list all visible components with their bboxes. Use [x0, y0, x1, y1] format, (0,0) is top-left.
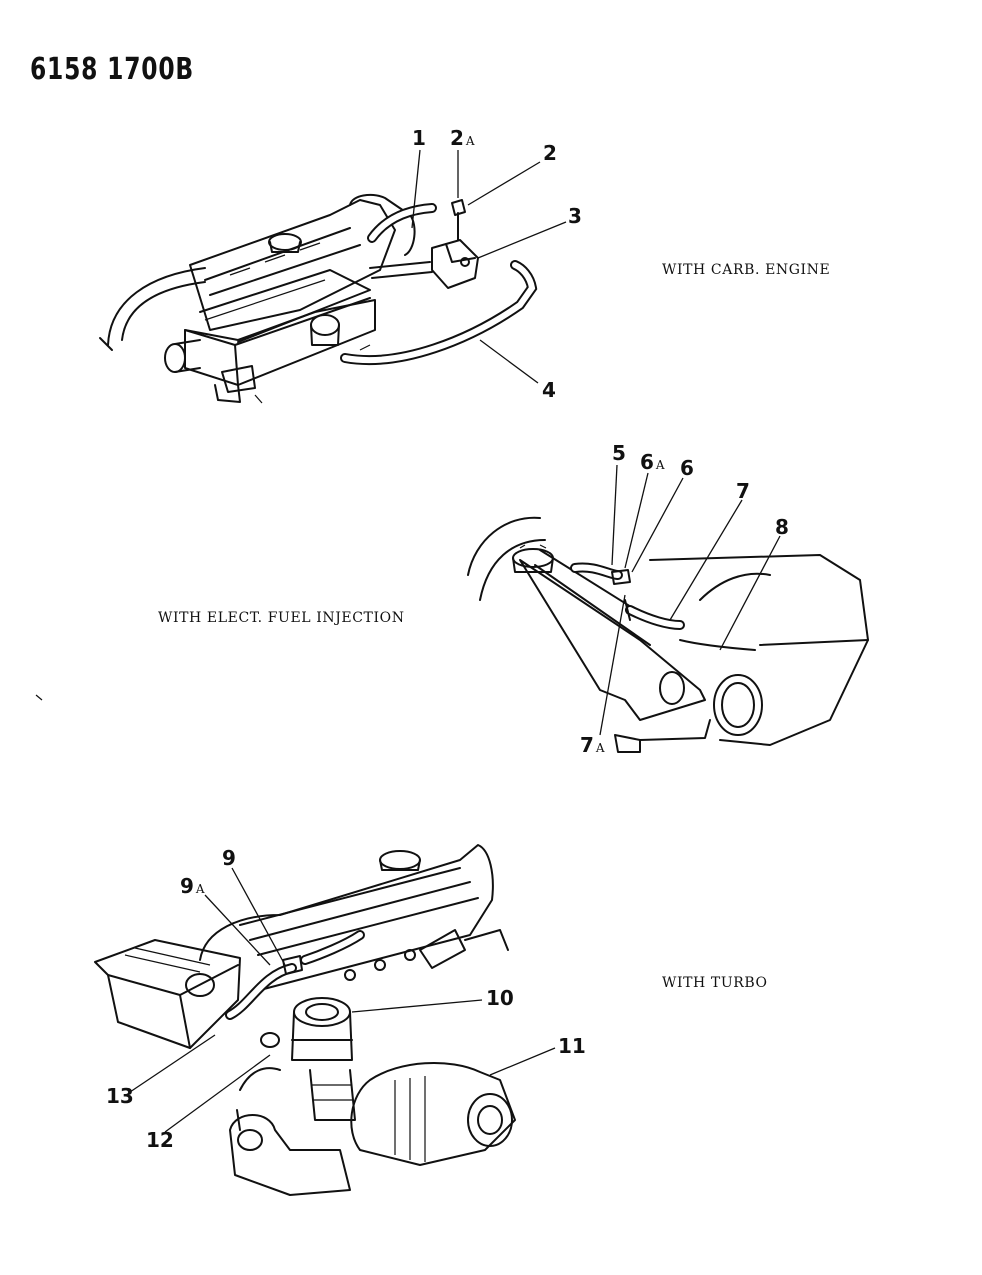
caption-carb-engine: WITH CARB. ENGINE	[662, 262, 831, 278]
document-id: 6158 1700B	[30, 52, 195, 87]
callout-5: 5	[612, 441, 626, 465]
callout-11: 11	[558, 1034, 586, 1058]
callout-3: 3	[568, 204, 582, 228]
callout-13: 13	[106, 1084, 134, 1108]
engine-turbo-illustration	[94, 844, 516, 1196]
caption-turbo-engine: WITH TURBO	[662, 975, 768, 991]
caption-efi-engine: WITH ELECT. FUEL INJECTION	[158, 610, 405, 626]
turbo-leader-lines	[129, 867, 556, 1133]
carb-leader-lines	[411, 149, 567, 384]
efi-leader-lines	[599, 464, 781, 736]
callout-8: 8	[775, 515, 789, 539]
callout-2: 2	[543, 141, 557, 165]
callout-7: 7	[736, 479, 750, 503]
engine-efi-illustration	[467, 516, 869, 753]
callout-1: 1	[412, 126, 426, 150]
callout-4: 4	[542, 378, 556, 402]
callout-6: 6	[680, 456, 694, 480]
callout-10: 10	[486, 986, 514, 1010]
callout-9: 9	[222, 846, 236, 870]
callout-12: 12	[146, 1128, 174, 1152]
stray-mark	[35, 694, 43, 701]
engine-carb-illustration	[99, 193, 538, 404]
